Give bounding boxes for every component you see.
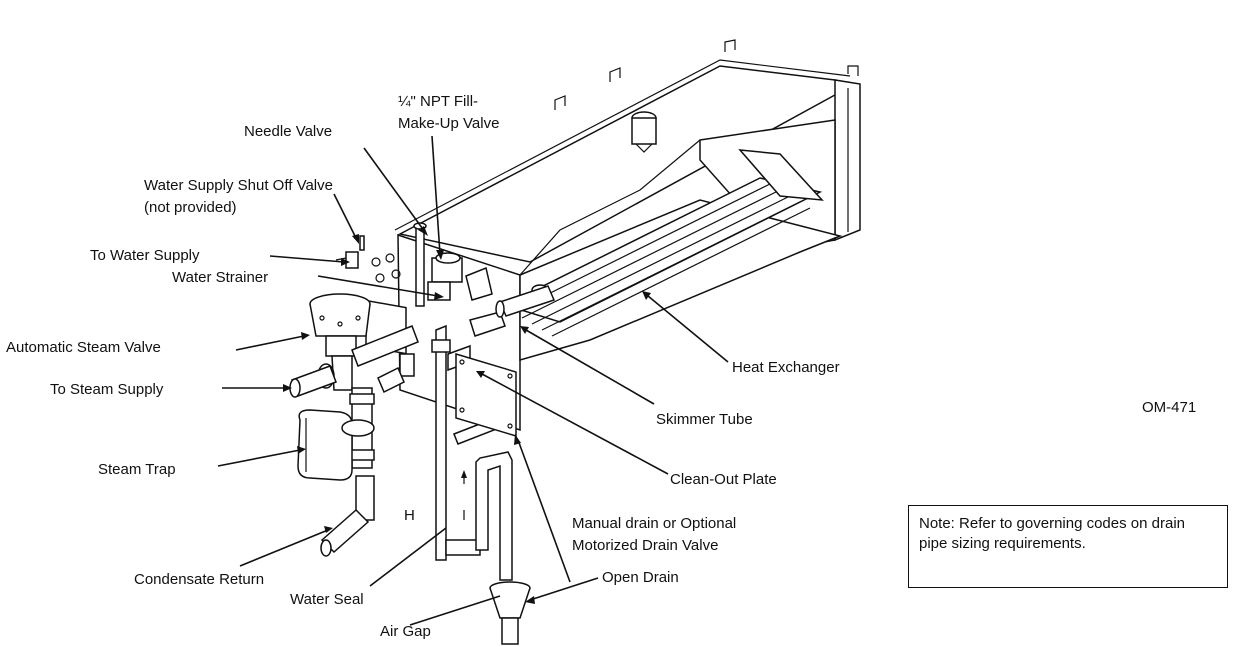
leader-lines: [217, 135, 729, 626]
figure-id: OM-471: [1142, 399, 1196, 416]
label-to-water-supply: To Water Supply: [90, 247, 200, 264]
label-water-seal: Water Seal: [290, 591, 364, 608]
label-h-marker: H: [404, 507, 415, 524]
label-skimmer-tube: Skimmer Tube: [656, 411, 753, 428]
label-automatic-steam-valve: Automatic Steam Valve: [6, 339, 161, 356]
note-text: Note: Refer to governing codes on drain …: [919, 515, 1185, 552]
label-water-strainer: Water Strainer: [172, 269, 268, 286]
label-shutoff-line1: Water Supply Shut Off Valve: [144, 177, 333, 194]
label-open-drain: Open Drain: [602, 569, 679, 586]
note-box: Note: Refer to governing codes on drain …: [908, 505, 1228, 588]
steam-supply-pipe: [289, 365, 337, 398]
condensate-piping: [297, 366, 405, 557]
label-fill-valve-line2: Make-Up Valve: [398, 115, 499, 132]
callout-labels: Needle Valve ¼" NPT Fill- Make-Up Valve …: [6, 93, 1196, 640]
label-manual-drain-line2: Motorized Drain Valve: [572, 537, 718, 554]
label-air-gap: Air Gap: [380, 623, 431, 640]
label-needle-valve: Needle Valve: [244, 123, 332, 140]
label-clean-out-plate: Clean-Out Plate: [670, 471, 777, 488]
label-to-steam-supply: To Steam Supply: [50, 381, 164, 398]
label-heat-exchanger: Heat Exchanger: [732, 359, 840, 376]
label-condensate-return: Condensate Return: [134, 571, 264, 588]
label-shutoff-line2: (not provided): [144, 199, 237, 216]
label-fill-valve-line1: ¼" NPT Fill-: [398, 93, 478, 110]
label-steam-trap: Steam Trap: [98, 461, 176, 478]
skimmer-tube: [495, 285, 556, 318]
open-drain-funnel: [489, 581, 531, 645]
label-manual-drain-line1: Manual drain or Optional: [572, 515, 736, 532]
